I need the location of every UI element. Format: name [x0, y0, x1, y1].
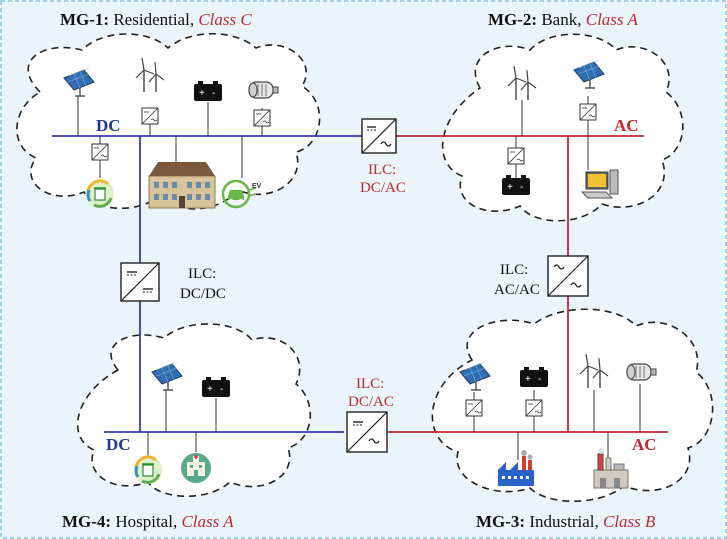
ilc-mg1-mg2-box	[361, 118, 397, 154]
mg1-tag: MG-1:	[60, 10, 109, 29]
ilc-mg1-mg4-box	[120, 262, 160, 302]
mg2-cloud-boundary	[441, 33, 684, 222]
converter-icon	[91, 143, 109, 161]
mg4-title: MG-4: Hospital, Class A	[62, 512, 234, 531]
hospital-icon	[180, 452, 212, 484]
ev-label: EV	[252, 183, 262, 190]
computer-icon	[581, 169, 619, 199]
mg3-bus-label: AC	[632, 435, 657, 454]
battery-icon	[502, 175, 530, 195]
mg4-cloud-boundary	[76, 323, 311, 498]
converter-icon	[253, 109, 271, 127]
mg3-title: MG-3: Industrial, Class B	[476, 512, 656, 531]
recycling-bin-icon	[84, 178, 116, 210]
ilc-mg1-mg4-line2: DC/DC	[180, 286, 226, 302]
converter-icon	[465, 399, 483, 417]
mg1-title: MG-1: Residential, Class C	[60, 10, 252, 29]
mg2-name: Bank,	[541, 10, 581, 29]
mg1-class: Class C	[198, 10, 252, 29]
mg4-tag: MG-4:	[62, 512, 111, 531]
mg3-name: Industrial,	[529, 512, 598, 531]
ilc-mg4-mg3-line2: DC/AC	[348, 394, 394, 410]
mg1-cloud-boundary	[16, 33, 321, 210]
mg3-cloud-boundary	[431, 308, 714, 503]
ilc-mg2-mg3-line1: ILC:	[500, 262, 528, 278]
mg2-bus-label: AC	[614, 116, 639, 135]
mg3-class: Class B	[603, 512, 656, 531]
mg3-tag: MG-3:	[476, 512, 525, 531]
mg4-name: Hospital,	[115, 512, 177, 531]
battery-icon	[520, 367, 548, 387]
ilc-mg2-mg3-line2: AC/AC	[494, 282, 540, 298]
battery-icon	[194, 81, 222, 101]
converter-icon	[525, 399, 543, 417]
mg2-class: Class A	[586, 10, 639, 29]
ilc-mg4-mg3-box	[346, 411, 388, 453]
converter-icon	[579, 103, 597, 121]
mg4-class: Class A	[181, 512, 234, 531]
ilc-mg4-mg3-line1: ILC:	[356, 376, 384, 392]
ilc-mg1-mg2-line1: ILC:	[368, 162, 396, 178]
residential-building-icon	[148, 161, 216, 209]
recycling-bin-icon	[132, 454, 164, 486]
mg4-bus-label: DC	[106, 435, 131, 454]
ilc-mg2-mg3-box	[547, 255, 589, 297]
ilc-mg1-mg2-line2: DC/AC	[360, 180, 406, 196]
mg2-tag: MG-2:	[488, 10, 537, 29]
battery-icon	[202, 377, 230, 397]
converter-icon	[141, 107, 159, 125]
converter-icon	[507, 147, 525, 165]
mg1-bus-label: DC	[96, 116, 121, 135]
ilc-mg1-mg4-line1: ILC:	[188, 266, 216, 282]
mg1-name: Residential,	[113, 10, 194, 29]
mg2-title: MG-2: Bank, Class A	[488, 10, 638, 29]
mg4-sources	[147, 390, 217, 456]
